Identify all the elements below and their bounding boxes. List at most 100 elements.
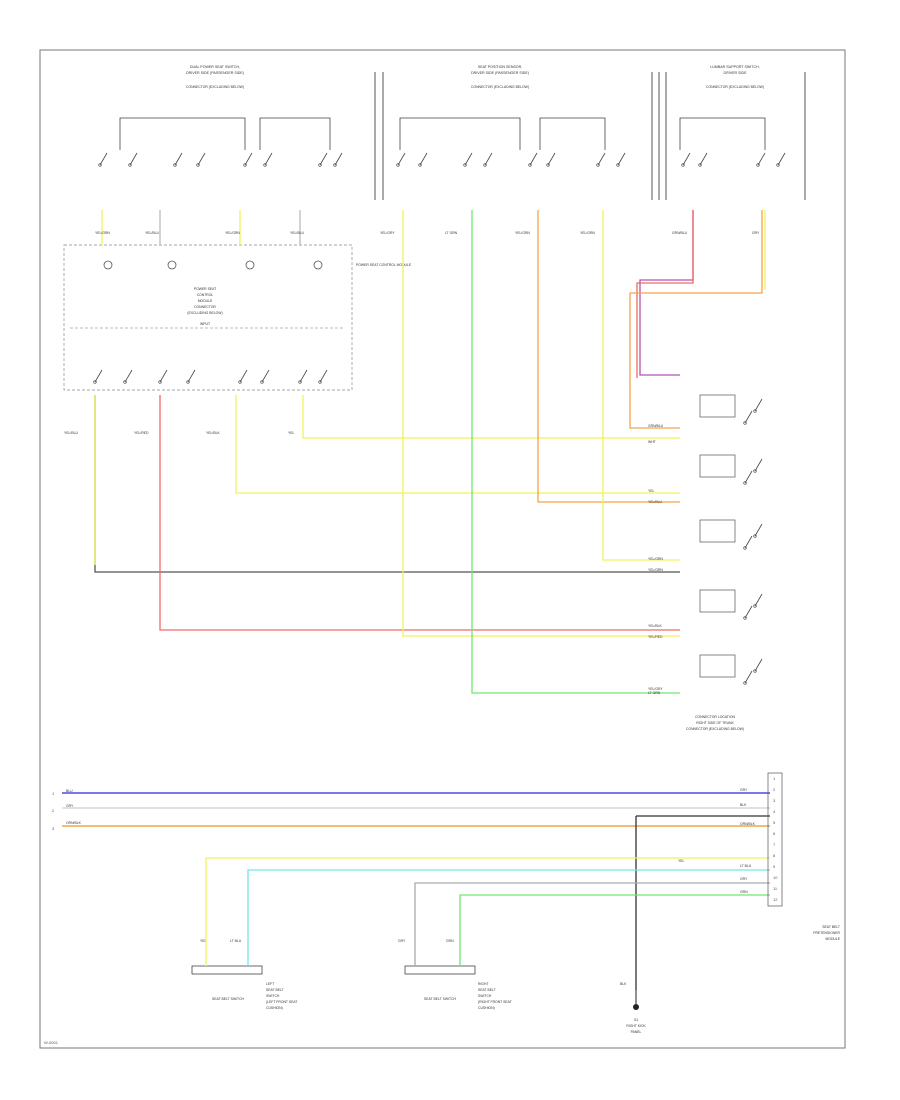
switch-group-3-title: LUMBAR SUPPORT SWITCH, DRIVER SIDE CONNE… [706, 65, 764, 89]
wire-sensor-gray [414, 882, 770, 966]
svg-text:MODULE: MODULE [198, 299, 213, 303]
relay-box-4 [699, 654, 736, 678]
svg-text:5: 5 [773, 820, 776, 825]
svg-text:(EXCLUDING BELOW): (EXCLUDING BELOW) [187, 311, 222, 315]
relay-switch-a-3 [743, 605, 753, 620]
module-switch-2 [158, 369, 168, 384]
wire-label-top-3: YEL/BLU [290, 231, 304, 235]
top-switch-9 [418, 152, 428, 167]
wire-label-top-0: YEL/GRN [95, 231, 110, 235]
right-connector-label-1: BLK [740, 803, 747, 807]
wire-label-top-9: GRY [752, 231, 760, 235]
module-switch-5 [260, 369, 270, 384]
svg-text:ORN/BLK: ORN/BLK [66, 821, 82, 825]
svg-text:DRIVER SIDE (PASSENGER SIDE): DRIVER SIDE (PASSENGER SIDE) [471, 71, 529, 75]
svg-text:11: 11 [773, 886, 778, 891]
svg-text:CUSHION): CUSHION) [266, 1006, 283, 1010]
relay-switch-a-4 [743, 670, 753, 685]
top-switch-18 [756, 152, 766, 167]
module-switch-3 [186, 369, 196, 384]
top-switch-16 [681, 152, 691, 167]
right-relay-caption: CONNECTOR LOCATION RIGHT SIDE OF TRUNK C… [686, 715, 744, 731]
right-connector-label-4: LT BLU [740, 864, 752, 868]
ground-symbol: BLK G1 RIGHT KICK PANEL [620, 982, 646, 1034]
wire-label-top-7: YEL/GRN [580, 231, 595, 235]
wire-sensor-green [459, 894, 770, 966]
relay-switch-a-0 [743, 410, 753, 425]
wire-label-top-6: YEL/GRN [515, 231, 530, 235]
svg-text:3: 3 [52, 826, 55, 831]
group-separators [374, 72, 806, 200]
svg-text:CONNECTOR LOCATION: CONNECTOR LOCATION [695, 715, 735, 719]
module-lamp-0 [103, 260, 113, 270]
module-switch-4 [238, 369, 248, 384]
switch-group-1-title: DUAL POWER SEAT SWITCH, DRIVER SIDE (PAS… [186, 65, 244, 89]
svg-text:RIGHT SIDE OF TRUNK: RIGHT SIDE OF TRUNK [696, 721, 734, 725]
module-switch-7 [318, 369, 328, 384]
svg-text:BLK: BLK [620, 982, 627, 986]
svg-text:PANEL: PANEL [631, 1030, 642, 1034]
wire-label-top-8: GRN/BLU [672, 231, 688, 235]
svg-text:9: 9 [773, 864, 776, 869]
relay-switch-a-1 [743, 470, 753, 485]
svg-text:PRETENSIONER: PRETENSIONER [813, 931, 840, 935]
relay-box-0 [699, 394, 736, 418]
page-id: W-0001 [44, 1040, 59, 1045]
svg-text:INPUT: INPUT [200, 322, 210, 326]
top-switch-17 [698, 152, 708, 167]
svg-text:DUAL POWER SEAT SWITCH,: DUAL POWER SEAT SWITCH, [190, 65, 240, 69]
wire-layer [62, 210, 770, 990]
module-side-label: POWER SEAT CONTROL MODULE [356, 263, 412, 267]
relay-switch-b-3 [753, 593, 763, 608]
top-switch-7 [333, 152, 343, 167]
top-switch-2 [173, 152, 183, 167]
right-connector-label-3: YEL [678, 859, 685, 863]
module-switch-6 [298, 369, 308, 384]
wire-label-right-4: YEL/GRN [648, 557, 663, 561]
svg-text:POWER SEAT CONTROL MODULE: POWER SEAT CONTROL MODULE [356, 263, 412, 267]
wire-label-right-1: WHT [648, 440, 656, 444]
top-switch-contacts [119, 117, 766, 150]
top-switch-1 [128, 152, 138, 167]
svg-text:CONNECTOR (EXCLUDING BELOW): CONNECTOR (EXCLUDING BELOW) [471, 85, 529, 89]
svg-text:LT BLU: LT BLU [230, 939, 242, 943]
top-switch-12 [528, 152, 538, 167]
relay-switch-b-4 [753, 658, 763, 673]
svg-text:SEAT BELT SWITCH: SEAT BELT SWITCH [424, 997, 457, 1001]
svg-text:6: 6 [773, 831, 776, 836]
svg-text:SEAT POSITION SENSOR,: SEAT POSITION SENSOR, [478, 65, 522, 69]
svg-text:SEAT BELT: SEAT BELT [266, 988, 284, 992]
module-switch-0 [93, 369, 103, 384]
svg-text:(LEFT FRONT SEAT: (LEFT FRONT SEAT [266, 1000, 297, 1004]
wire-label-top-1: YEL/BLU [145, 231, 159, 235]
module-box [63, 244, 353, 391]
wire-label-right-8: YEL/GRY [648, 687, 663, 691]
right-connector-label-5: GRY [740, 877, 748, 881]
svg-text:LUMBAR SUPPORT SWITCH,: LUMBAR SUPPORT SWITCH, [710, 65, 759, 69]
wire-yellow-top [302, 395, 680, 439]
svg-text:GRN: GRN [446, 939, 454, 943]
svg-text:2: 2 [773, 787, 776, 792]
diagram-frame [39, 49, 846, 1049]
svg-text:POWER SEAT: POWER SEAT [194, 287, 216, 291]
wire-label-mid-3: YEL [288, 431, 295, 435]
svg-text:RIGHT: RIGHT [478, 982, 489, 986]
svg-text:7: 7 [773, 842, 776, 847]
svg-text:GRY: GRY [398, 939, 406, 943]
right-connector-label-0: GRY [740, 788, 748, 792]
relay-box-2 [699, 519, 736, 543]
wire-red-short [636, 210, 694, 378]
svg-text:2: 2 [52, 808, 55, 813]
relay-switch-b-2 [753, 523, 763, 538]
wire-red-long [159, 395, 680, 631]
svg-text:(RIGHT FRONT SEAT: (RIGHT FRONT SEAT [478, 1000, 512, 1004]
top-switch-0 [98, 152, 108, 167]
wire-label-top-2: YEL/GRN [225, 231, 240, 235]
module-lamp-3 [313, 260, 323, 270]
top-switch-15 [616, 152, 626, 167]
svg-text:BLU: BLU [66, 789, 73, 793]
wire-label-right-7: YEL/RED [648, 635, 663, 639]
svg-text:SEAT BELT: SEAT BELT [822, 925, 840, 929]
module-lamp-1 [167, 260, 177, 270]
